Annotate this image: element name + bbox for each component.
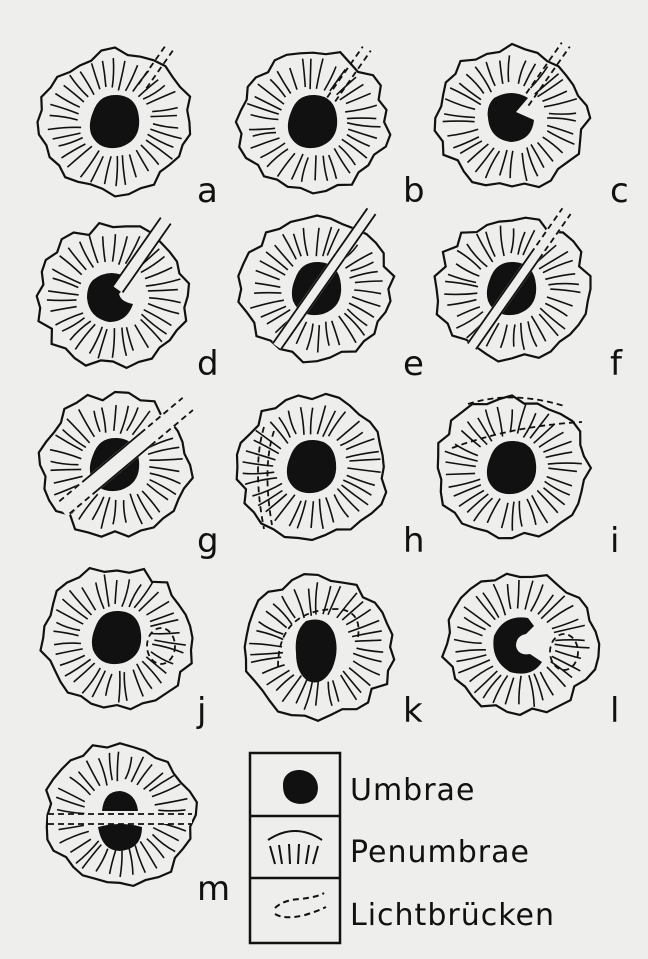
panel-label-g: g xyxy=(197,521,219,561)
panel-label-i: i xyxy=(610,521,619,561)
sunspot-panel-l: l xyxy=(442,574,619,731)
umbra xyxy=(288,95,337,148)
legend-penumbrae: Penumbrae xyxy=(350,835,530,870)
sunspot-panel-k: k xyxy=(245,574,423,731)
sunspot-panel-g: g xyxy=(39,392,219,561)
panel-label-m: m xyxy=(197,869,230,909)
legend-umbrae: Umbrae xyxy=(350,773,475,808)
panels: a b c d e f g h i j k l m xyxy=(37,43,629,909)
light-bridge xyxy=(520,43,569,106)
penumbra-outline xyxy=(442,574,599,715)
umbra-upper xyxy=(102,791,138,811)
light-bridge xyxy=(48,814,192,824)
sunspot-panel-d: d xyxy=(37,218,219,384)
panel-label-c: c xyxy=(610,171,629,211)
sunspot-panel-h: h xyxy=(237,394,425,561)
sunspot-panel-i: i xyxy=(438,395,620,561)
sunspot-panel-b: b xyxy=(236,47,425,211)
sunspot-panel-a: a xyxy=(38,47,218,211)
umbra xyxy=(488,93,534,142)
panel-label-l: l xyxy=(610,691,619,731)
panel-label-d: d xyxy=(197,344,219,384)
umbra xyxy=(92,611,141,664)
penumbra-legend-icon xyxy=(268,831,322,864)
sunspot-panel-e: e xyxy=(238,208,424,384)
sunspot-panel-c: c xyxy=(435,43,629,211)
umbra xyxy=(287,440,336,493)
panel-label-k: k xyxy=(403,691,423,731)
umbra xyxy=(487,441,536,494)
panel-label-a: a xyxy=(197,171,218,211)
sunspot-panel-j: j xyxy=(41,568,207,731)
legend-lichtbruecken: Lichtbrücken xyxy=(350,898,555,933)
panel-label-b: b xyxy=(403,171,425,211)
panel-label-e: e xyxy=(403,344,424,384)
sunspot-panel-m: m xyxy=(46,743,230,909)
panel-label-f: f xyxy=(610,344,623,384)
legend: Umbrae Penumbrae Lichtbrücken xyxy=(250,753,555,943)
light-bridge-legend-icon xyxy=(275,893,326,917)
umbra xyxy=(90,95,139,148)
sunspot-panel-f: f xyxy=(435,208,623,384)
panel-label-j: j xyxy=(196,691,206,731)
umbra-legend-icon xyxy=(283,770,318,804)
penumbral-filaments xyxy=(454,580,590,707)
umbra xyxy=(493,617,542,673)
light-bridge xyxy=(273,208,376,349)
panel-label-h: h xyxy=(403,521,425,561)
umbra xyxy=(296,620,337,683)
light-bridge xyxy=(468,208,571,349)
